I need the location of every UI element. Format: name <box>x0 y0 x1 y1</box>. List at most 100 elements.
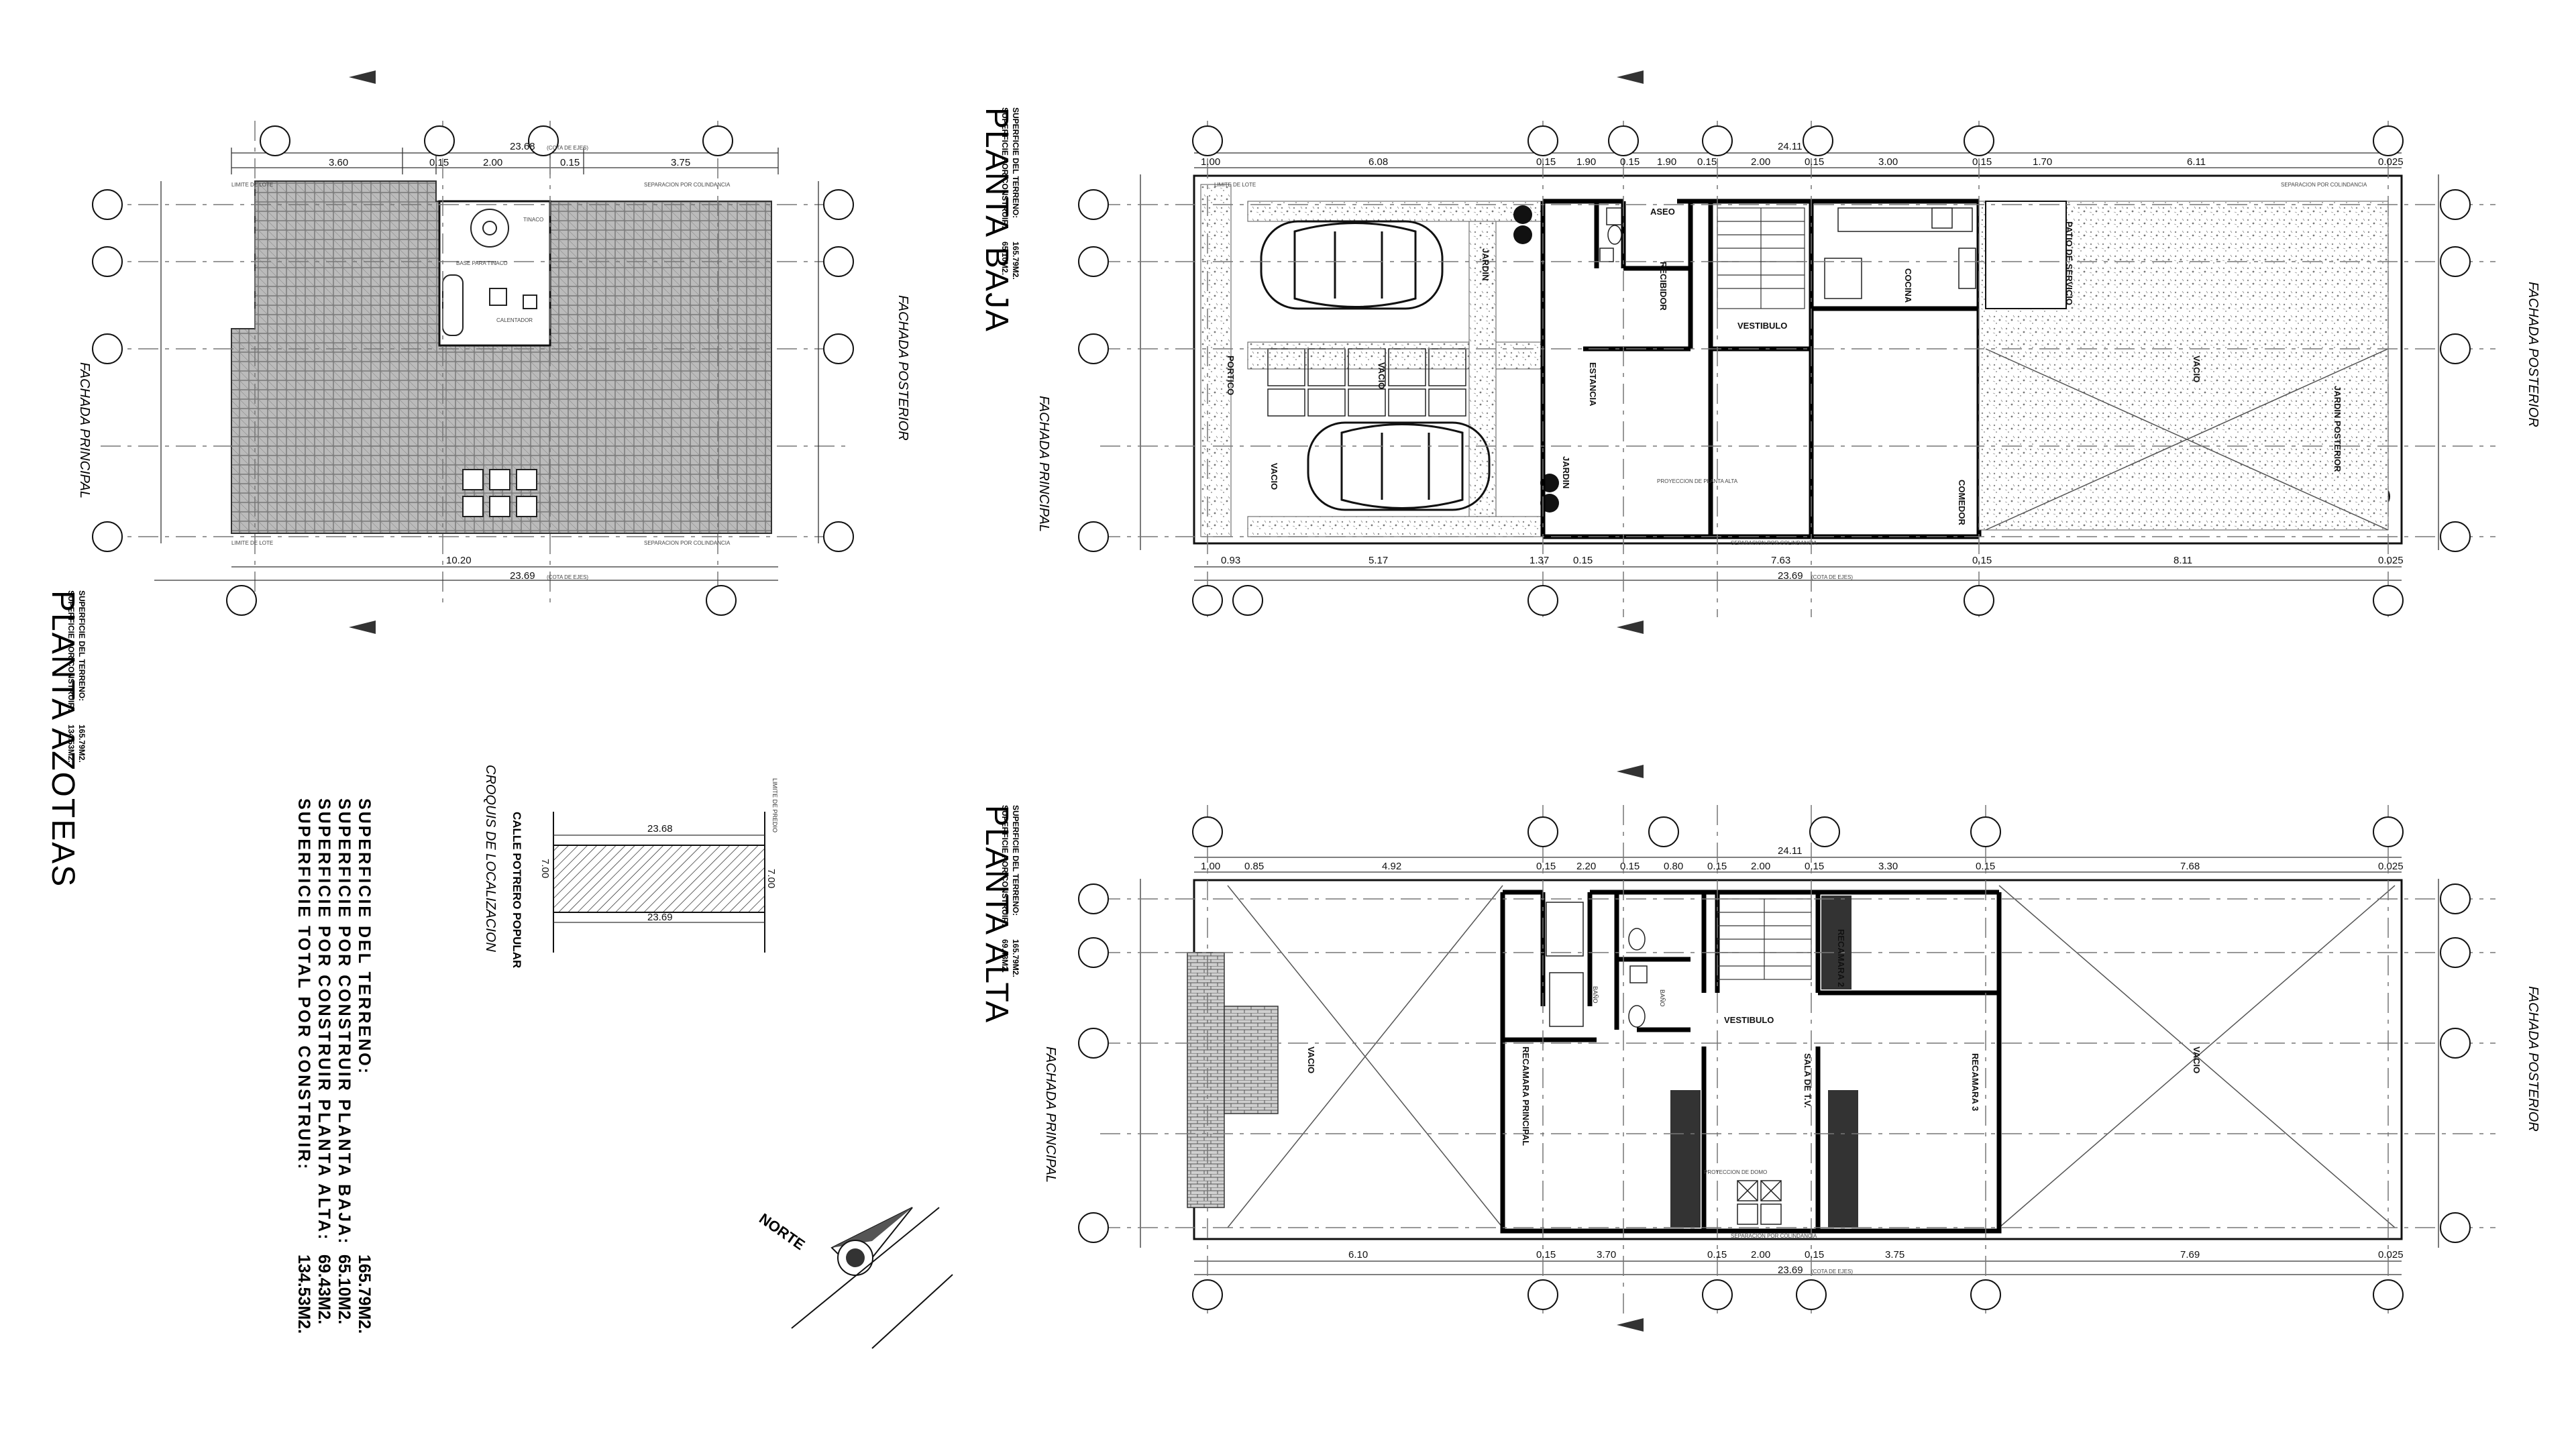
alta-room-recamara-2: RECAMARA 2 <box>1836 929 1846 987</box>
baja-limite: LIMITE DE LOTE <box>1214 182 1256 188</box>
tinaco-icon <box>470 209 509 248</box>
baja-dim-bot-5: 7.63 <box>1771 555 1790 566</box>
alta-dim-top-5: 2.20 <box>1576 861 1596 872</box>
alta-dim-bot-8: 7.69 <box>2180 1249 2200 1260</box>
alta-stair-icon <box>1717 898 1812 980</box>
azoteas-facade-right: FACHADA POSTERIOR <box>896 295 910 441</box>
baja-dim-top-14: 0.025 <box>2378 156 2404 168</box>
alta-dim-top-13: 7.68 <box>2180 861 2200 872</box>
car-icon-2 <box>1307 421 1491 511</box>
azoteas-total-dim: 23.68 <box>510 141 535 152</box>
azoteas-dim-3: 2.00 <box>483 157 502 168</box>
plan-alta: 1.00 0.85 4.92 0.15 2.20 0.15 0.80 0.15 … <box>979 765 2540 1332</box>
alta-domo <box>1737 1180 1782 1225</box>
north-label: NORTE <box>756 1210 808 1254</box>
alta-dim-bot-6: 0.15 <box>1805 1249 1824 1260</box>
alta-sup-label: SUPERFICIE DEL TERRENO: <box>1011 805 1020 916</box>
baja-dim-top-6: 1.90 <box>1657 156 1676 168</box>
loc-dim-top: 23.68 <box>647 823 673 835</box>
bed-icon-principal <box>1670 1090 1701 1228</box>
azoteas-bottom-dim: 10.20 <box>446 555 472 566</box>
alta-dim-top-3: 4.92 <box>1382 861 1401 872</box>
room-vacio-1: VACIO <box>2192 356 2202 382</box>
area-summary: SUPERFICIE DEL TERRENO: 165.79M2. SUPERF… <box>294 798 374 1334</box>
azoteas-calentador: CALENTADOR <box>496 317 533 323</box>
alta-title: PLANTA ALTA <box>979 805 1014 1024</box>
alta-dim-top-9: 2.00 <box>1751 861 1770 872</box>
baja-total-dim: 24.11 <box>1778 141 1802 152</box>
bed-icon-3 <box>1828 1090 1858 1228</box>
alta-dim-bot-1: 6.10 <box>1348 1249 1368 1260</box>
bath-fixtures <box>1546 902 1648 1028</box>
alta-room-recamara-3: RECAMARA 3 <box>1970 1053 1980 1111</box>
summary-row-4-value: 134.53M2. <box>294 1254 313 1334</box>
alta-facade-left: FACHADA PRINCIPAL <box>1043 1046 1058 1183</box>
azoteas-total-bottom: 23.69 <box>510 570 535 582</box>
loc-dim-side: 7.00 <box>765 869 777 888</box>
baja-facade-right: FACHADA POSTERIOR <box>2526 282 2540 427</box>
azoteas-construir-value: 134.53M2. <box>66 724 76 763</box>
alta-walls <box>1500 890 2002 1234</box>
baja-dim-bot-2: 5.17 <box>1368 555 1388 566</box>
bed-icon-2 <box>1821 896 1851 989</box>
loc-dim-side-left: 7.00 <box>539 859 551 878</box>
alta-room-vacio-2: VACIO <box>2192 1046 2202 1073</box>
baja-dim-top-8: 2.00 <box>1751 156 1770 168</box>
baja-sup-label: SUPERFICIE DEL TERRENO: <box>1011 107 1020 218</box>
room-cocina: COCINA <box>1903 268 1913 303</box>
room-comedor: COMEDOR <box>1957 480 1967 526</box>
baja-dim-top-10: 3.00 <box>1878 156 1898 168</box>
azoteas-limite-2: LIMITE DE LOTE <box>231 540 273 546</box>
kitchen-fixtures <box>1824 207 1976 299</box>
baja-dim-bot-1: 0.93 <box>1221 555 1240 566</box>
baja-dim-bot-4: 0.15 <box>1573 555 1593 566</box>
room-recibidor: RECIBIDOR <box>1658 262 1668 311</box>
alta-dim-top-12: 0.15 <box>1976 861 1995 872</box>
room-vestibulo: VESTIBULO <box>1737 321 1787 331</box>
room-patio-servicio: PATIO DE SERVICIO <box>2064 221 2074 305</box>
azoteas-limite: LIMITE DE LOTE <box>231 182 273 188</box>
baja-dim-top-4: 1.90 <box>1576 156 1596 168</box>
azoteas-cota-note-2: (COTA DE EJES) <box>547 574 588 580</box>
azoteas-separacion-2: SEPARACION POR COLINDANCIA <box>644 540 731 546</box>
azoteas-dim-4: 0.15 <box>560 157 580 168</box>
azoteas-cota-note: (COTA DE EJES) <box>547 145 588 151</box>
alta-room-sala-tv: SALA DE T.V. <box>1803 1053 1813 1108</box>
baja-dim-top-3: 0.15 <box>1536 156 1556 168</box>
azoteas-dim-2: 0.15 <box>429 157 449 168</box>
plan-azoteas: 3.60 0.15 2.00 0.15 3.75 23.68 (COTA DE … <box>45 70 910 888</box>
baja-dim-bot-6: 0.15 <box>1972 555 1992 566</box>
room-portico: PORTICO <box>1226 356 1236 395</box>
alta-room-vacio-1: VACIO <box>1306 1046 1316 1073</box>
alta-construir-value: 69.43M2. <box>1000 939 1010 973</box>
toilet-icon <box>1599 207 1624 262</box>
baja-dim-top-9: 0.15 <box>1805 156 1824 168</box>
alta-dim-bot-5: 2.00 <box>1751 1249 1770 1260</box>
baja-separacion-2: SEPARACION POR COLINDANCIA <box>1731 540 1817 546</box>
baja-proyeccion: PROYECCION DE PLANTA ALTA <box>1657 478 1738 484</box>
baja-cota-note: (COTA DE EJES) <box>1811 574 1853 580</box>
room-aseo: ASEO <box>1650 207 1675 217</box>
roof-surface <box>231 180 772 534</box>
alta-dim-top-11: 3.30 <box>1878 861 1898 872</box>
alta-dim-bot-7: 3.75 <box>1885 1249 1904 1260</box>
north-arrow-icon: NORTE <box>756 1207 953 1349</box>
room-estancia: ESTANCIA <box>1588 362 1598 407</box>
alta-dim-top-6: 0.15 <box>1620 861 1640 872</box>
alta-proyeccion: PROYECCION DE DOMO <box>1704 1169 1767 1175</box>
house-walls <box>1540 199 1986 539</box>
alta-room-bano-2: BAÑO <box>1659 989 1666 1007</box>
alta-dim-top-14: 0.025 <box>2378 861 2404 872</box>
summary-row-2-value: 65.10M2. <box>335 1254 354 1324</box>
alta-construir-label: SUPERFICIE POR CONSTRUIR: <box>1000 805 1010 926</box>
room-vacio-2: VACIO <box>1377 362 1387 389</box>
domo-icon <box>462 469 537 517</box>
azoteas-sup-label: SUPERFICIE DEL TERRENO: <box>77 590 87 701</box>
baja-dim-top-1: 1.00 <box>1201 156 1220 168</box>
alta-sup-value: 165.79M2. <box>1011 939 1020 977</box>
azoteas-separacion: SEPARACION POR COLINDANCIA <box>644 182 731 188</box>
summary-row-3-label: SUPERFICIE POR CONSTRUIR PLANTA ALTA: <box>315 798 333 1242</box>
azoteas-tinaco: TINACO <box>523 217 543 223</box>
room-vacio-3: VACIO <box>1269 463 1279 490</box>
stair-icon <box>1717 207 1805 309</box>
